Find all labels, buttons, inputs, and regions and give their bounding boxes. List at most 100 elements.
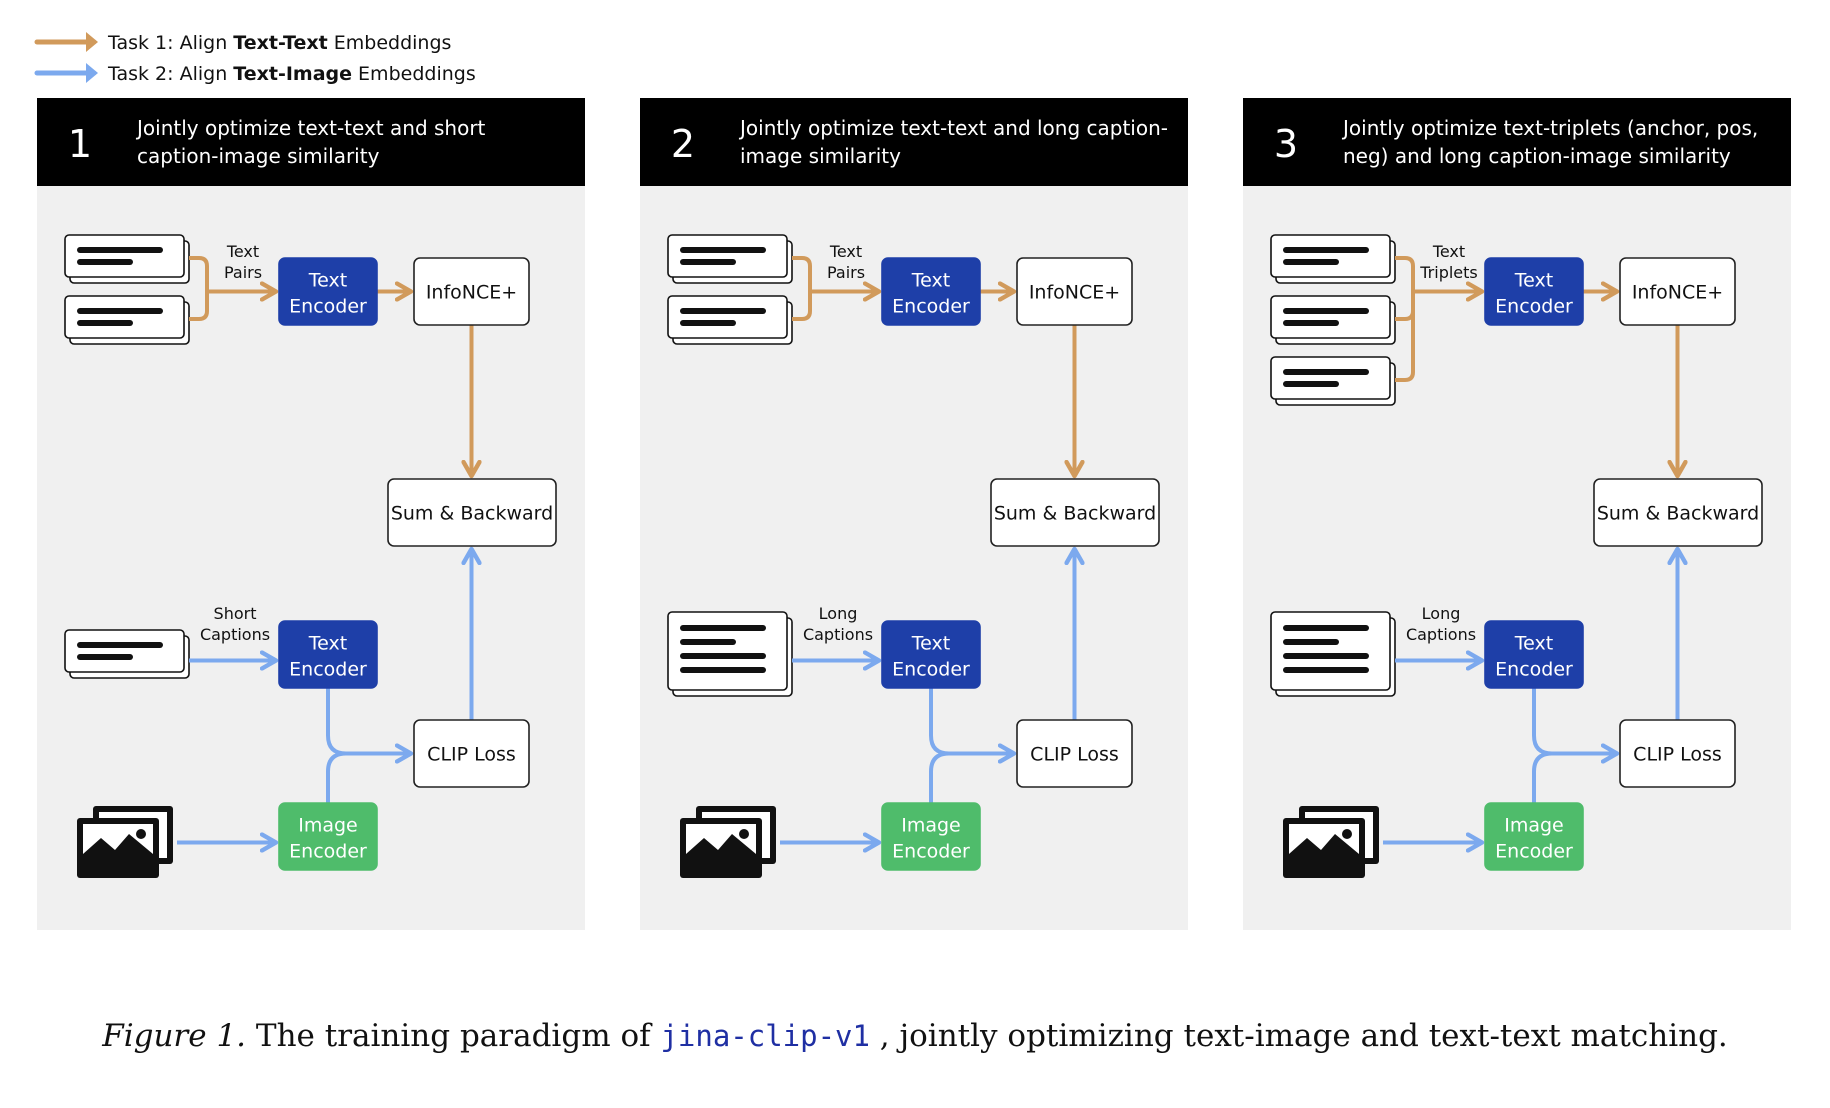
image-stack-icon (77, 806, 173, 878)
text-input-label-line1: Text (829, 242, 862, 261)
image-encoder-box-bg (881, 802, 981, 871)
doc-front-card (64, 234, 185, 278)
panel-title-line1: Jointly optimize text-text and long capt… (738, 116, 1168, 140)
infonce-box-label: InfoNCE+ (1029, 282, 1120, 304)
infonce-box-bg (1016, 257, 1133, 326)
panel-title-line2: image similarity (740, 144, 901, 168)
task1-input-connector (1395, 256, 1415, 292)
panel-number: 2 (671, 122, 695, 166)
infonce-box-label: InfoNCE+ (1632, 282, 1723, 304)
clip-loss-box-bg (1619, 719, 1736, 788)
sum-backward-box: Sum & Backward (1593, 478, 1763, 547)
sum-backward-box: Sum & Backward (990, 478, 1160, 547)
text-encoder-box-label-line1: Text (1514, 270, 1553, 292)
image-encoder-box-bg (1484, 802, 1584, 871)
image-encoder-box-label-line1: Image (1504, 815, 1564, 837)
task2-arrow-image-to-clip (929, 751, 950, 803)
clip-loss-box-bg (413, 719, 530, 788)
task2-arrow-image-to-clip (326, 751, 347, 803)
clip-loss-box: CLIP Loss (413, 719, 530, 788)
panel-title-line1: Jointly optimize text-text and short (135, 116, 486, 140)
image-encoder-box-label-line2: Encoder (289, 841, 367, 863)
figure-number: Figure 1. (102, 1018, 247, 1054)
caption-text-encoder-box-label-line2: Encoder (289, 659, 367, 681)
task1-input-connector (792, 291, 812, 321)
doc-front-card (1270, 234, 1391, 278)
legend-label: Task 1: Align Text-Text Embeddings (107, 32, 451, 54)
image-encoder-box-label-line1: Image (901, 815, 961, 837)
infonce-box: InfoNCE+ (413, 257, 530, 326)
text-encoder-box-label-line1: Text (911, 270, 950, 292)
legend-label-prefix: Task 2: Align (107, 63, 233, 85)
caption-doc (1270, 611, 1396, 697)
doc-front-card (64, 629, 185, 673)
doc-front-card (64, 295, 185, 339)
caption-text-encoder-box-label-line1: Text (1514, 633, 1553, 655)
text-input-label-line2: Triplets (1419, 263, 1478, 282)
infonce-box: InfoNCE+ (1619, 257, 1736, 326)
text-encoder-box-label-line2: Encoder (1495, 296, 1573, 318)
caption-text-before: The training paradigm of (246, 1018, 661, 1054)
legend-label-prefix: Task 1: Align (107, 32, 233, 54)
caption-label-line2: Captions (200, 625, 270, 644)
image-sun (1342, 829, 1352, 839)
caption-text-encoder-box-label-line1: Text (308, 633, 347, 655)
legend-label-suffix: Embeddings (352, 63, 476, 85)
panel-number: 1 (68, 122, 92, 166)
sum-backward-box-bg (1593, 478, 1763, 547)
legend-label: Task 2: Align Text-Image Embeddings (107, 63, 476, 85)
task1-input-connector (1395, 291, 1415, 382)
image-encoder-box-label-line2: Encoder (892, 841, 970, 863)
legend-label-suffix: Embeddings (328, 32, 452, 54)
task1-input-connector (189, 291, 209, 321)
infonce-box: InfoNCE+ (1016, 257, 1133, 326)
image-mountain (83, 834, 153, 872)
sum-backward-box-label: Sum & Backward (994, 503, 1156, 525)
sum-backward-box-bg (387, 478, 557, 547)
text-encoder-box-label-line2: Encoder (289, 296, 367, 318)
doc-front-card (667, 295, 788, 339)
image-encoder-box-label-line1: Image (298, 815, 358, 837)
image-stack-icon (1283, 806, 1379, 878)
clip-loss-box-label: CLIP Loss (1633, 744, 1722, 766)
legend-arrow-head (86, 63, 98, 83)
caption-doc (64, 629, 190, 679)
legend-label-bold: Text-Image (233, 63, 352, 85)
text-encoder-box-bg (278, 257, 378, 326)
caption-text-encoder-box-bg (881, 620, 981, 689)
task1-input-connector (792, 256, 812, 292)
panel-1: 1 Jointly optimize text-text and short cap… (37, 98, 585, 930)
panel-title-line1: Jointly optimize text-triplets (anchor, … (1341, 116, 1758, 140)
infonce-box-label: InfoNCE+ (426, 282, 517, 304)
image-sun (136, 829, 146, 839)
caption-label-line2: Captions (1406, 625, 1476, 644)
caption-text-encoder-box-bg (1484, 620, 1584, 689)
sum-backward-box-label: Sum & Backward (391, 503, 553, 525)
image-encoder-box-label-line2: Encoder (1495, 841, 1573, 863)
panel-number: 3 (1274, 122, 1298, 166)
image-encoder-box-bg (278, 802, 378, 871)
text-doc-1 (1270, 234, 1396, 284)
caption-label-line1: Short (214, 604, 257, 623)
legend-label-bold: Text-Text (233, 32, 327, 54)
text-doc-3 (1270, 356, 1396, 406)
legend-arrow-head (86, 32, 98, 52)
clip-loss-box-label: CLIP Loss (1030, 744, 1119, 766)
doc-front-card (1270, 295, 1391, 339)
panel-title-line2: caption-image similarity (137, 144, 380, 168)
text-doc-1 (64, 234, 190, 284)
doc-front-card (667, 234, 788, 278)
text-input-label-line2: Pairs (827, 263, 865, 282)
image-mountain (1289, 834, 1359, 872)
doc-front-card (667, 611, 788, 691)
clip-loss-box-bg (1016, 719, 1133, 788)
